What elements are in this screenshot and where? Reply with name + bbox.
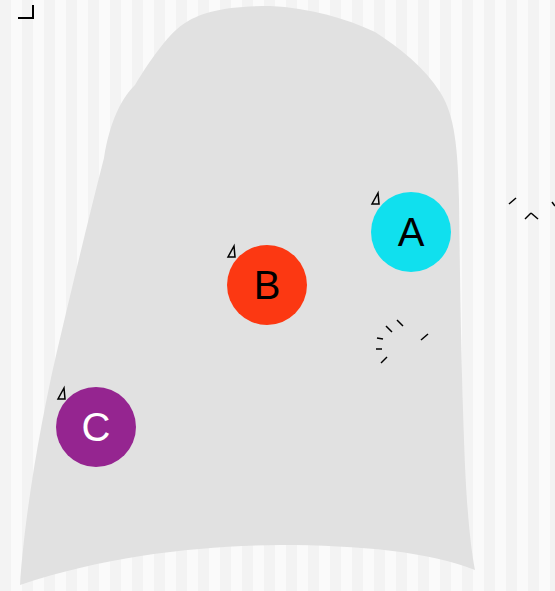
corner-mark xyxy=(18,5,33,18)
circle-fill xyxy=(227,245,307,325)
marker-flags xyxy=(58,193,379,399)
organ-outline xyxy=(20,6,475,585)
node-letter: B xyxy=(227,245,307,325)
circle-node: B xyxy=(227,245,307,325)
circle-fill xyxy=(56,387,136,467)
node-letter: C xyxy=(56,387,136,467)
circle-node: C xyxy=(56,387,136,467)
circle-fill xyxy=(371,192,451,272)
circle-node: A xyxy=(371,192,451,272)
node-letter: A xyxy=(371,192,451,272)
